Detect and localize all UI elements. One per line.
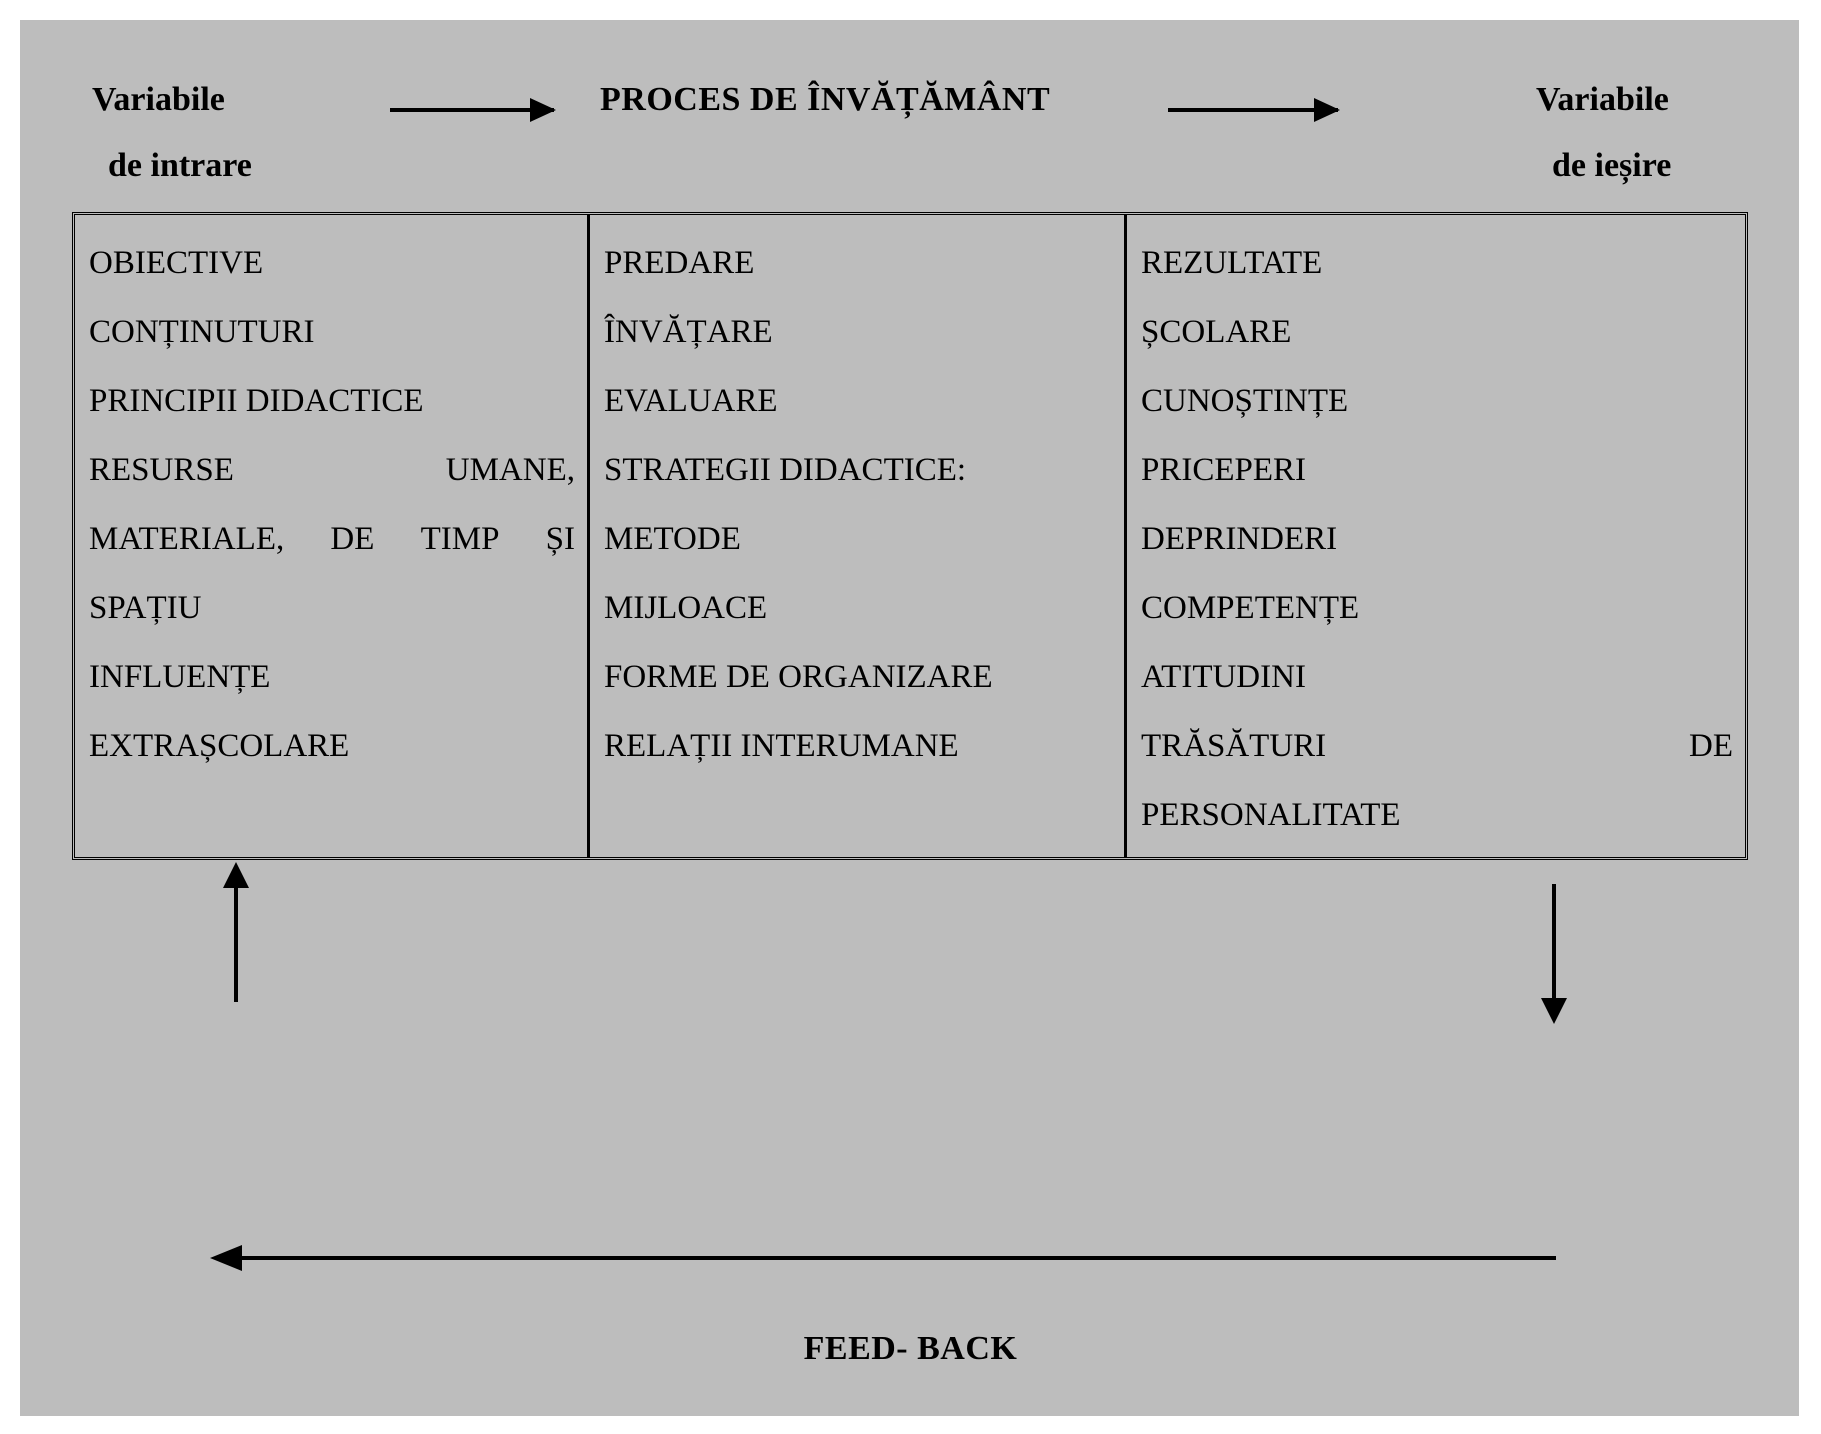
arrow-left-icon-feedback [210,1245,1556,1271]
cell-item: PRINCIPII DIDACTICE [89,383,424,419]
cell-item-part: DE [330,521,375,557]
page-margin-right [1799,0,1821,1434]
cell-item: PREDARE [604,245,755,281]
input-variables-label-line1: Variabile [92,81,225,118]
page-margin-left [0,0,20,1434]
cell-item: PERSONALITATE [1141,797,1401,833]
cell-item: SPAȚIU [89,590,202,626]
cell-item: RELAȚII INTERUMANE [604,728,959,764]
three-column-table: OBIECTIVE CONȚINUTURI PRINCIPII DIDACTIC… [72,212,1748,860]
cell-item: DEPRINDERI [1141,521,1338,557]
input-variables-label-line2: de intrare [108,147,252,184]
cell-item-part: RESURSE [89,452,234,488]
feedback-label: FEED- BACK [803,1330,1018,1367]
cell-item: MATERIALE, DE TIMP ȘI [89,505,575,574]
cell-item: MIJLOACE [604,590,768,626]
cell-item-part: UMANE, [445,452,575,488]
cell-item: TRĂSĂTURI DE [1141,712,1733,781]
cell-item: RESURSE UMANE, [89,436,575,505]
cell-item: REZULTATE [1141,245,1323,281]
column-proces-de-invatamant: PREDARE ÎNVĂȚARE EVALUARE STRATEGII DIDA… [590,215,1127,857]
cell-item: STRATEGII DIDACTICE: [604,452,967,488]
arrow-down-icon [1541,884,1567,1024]
cell-item-part: TRĂSĂTURI [1141,728,1327,764]
output-variables-label-line2: de ieșire [1552,147,1672,184]
cell-item: COMPETENȚE [1141,590,1360,626]
column-variabile-de-iesire: REZULTATE ȘCOLARE CUNOȘTINȚE PRICEPERI D… [1127,215,1745,857]
cell-item: EVALUARE [604,383,778,419]
output-variables-label-line1: Variabile [1536,81,1669,118]
cell-item-part: TIMP [420,521,500,557]
arrow-right-icon-output [1168,98,1340,122]
cell-item: EXTRAȘCOLARE [89,728,350,764]
cell-item: ATITUDINI [1141,659,1306,695]
cell-item: FORME DE ORGANIZARE [604,659,993,695]
cell-item: PRICEPERI [1141,452,1307,488]
diagram-header: Variabile de intrare PROCES DE ÎNVĂȚĂMÂN… [80,66,1760,196]
cell-item-part: ȘI [545,521,575,557]
page-margin-bottom [0,1416,1821,1434]
process-title: PROCES DE ÎNVĂȚĂMÂNT [600,81,1051,118]
arrow-up-icon [223,862,249,1002]
cell-item: CONȚINUTURI [89,314,315,350]
column-variabile-de-intrare: OBIECTIVE CONȚINUTURI PRINCIPII DIDACTIC… [75,215,590,857]
cell-item: CUNOȘTINȚE [1141,383,1349,419]
page-margin-top [0,0,1821,20]
cell-item-part: DE [1689,728,1733,764]
arrow-right-icon-input [390,98,556,122]
cell-item: OBIECTIVE [89,245,264,281]
cell-item: ÎNVĂȚARE [604,314,773,350]
cell-item-part: MATERIALE, [89,521,285,557]
cell-item: METODE [604,521,741,557]
cell-item: INFLUENȚE [89,659,271,695]
cell-item: ȘCOLARE [1141,314,1292,350]
